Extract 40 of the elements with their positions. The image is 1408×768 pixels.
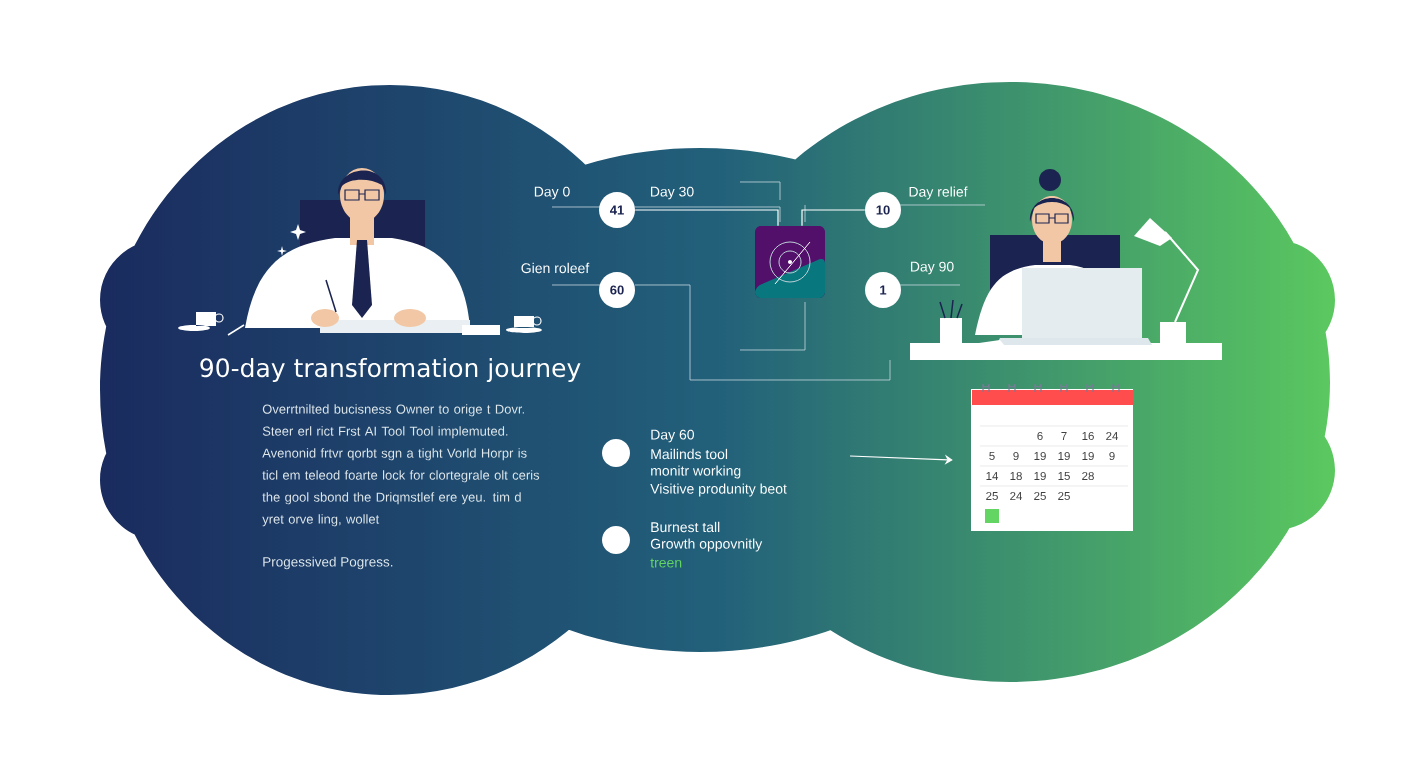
calendar-date: 19	[1082, 451, 1094, 461]
calendar-icon	[971, 383, 1133, 531]
day-label: Day 0	[534, 186, 570, 200]
step-dot	[602, 526, 630, 554]
connector-line	[801, 209, 866, 227]
calendar-date: 25	[1034, 491, 1046, 501]
calendar-date: 14	[986, 472, 999, 480]
calendar-date: 28	[1082, 471, 1094, 481]
calendar-date: 16	[1082, 431, 1094, 441]
calendar-date: 19	[1034, 471, 1046, 481]
calendar-date: 24	[1010, 492, 1023, 500]
day-label: Day 30	[650, 186, 694, 200]
calendar-date: 6	[1037, 431, 1043, 441]
app-icon	[755, 226, 825, 298]
step-note: Day 60	[651, 429, 694, 443]
description-paragraph: Overrtnilted bucisness Owner to orige t Dovr. Steer erl rict Frst AI Tool Tool implemuted. Avenonid frtvr qorbt sgn a tight Vorld Horpr is ticl em teleod foarte lock for clortegrale olt ceris the gool sbond the Driqmstlef ere yeu. tim d yret orve ling, wollet	[262, 404, 540, 527]
calendar-date: 19	[1058, 451, 1070, 461]
step-note: Visitive produnity beot	[650, 483, 787, 497]
connector-line	[634, 209, 779, 227]
progress-note: Progessived Pogress.	[263, 556, 393, 570]
step-note: Growth oppovnitly	[650, 538, 763, 552]
calendar-date: 25	[1058, 491, 1070, 501]
calendar-date: 18	[1010, 471, 1022, 481]
title: 90-day transformation journey	[200, 357, 581, 383]
calendar-date: 9	[1013, 451, 1019, 461]
step-dot	[602, 439, 630, 467]
calendar-date: 9	[1109, 451, 1115, 461]
calendar-date: 19	[1034, 451, 1046, 461]
calendar-date: 7	[1061, 432, 1067, 440]
calendar-date: 24	[1106, 432, 1119, 440]
step-note: Burnest tall	[651, 521, 720, 533]
day-label: Gien roleef	[521, 262, 590, 274]
calendar-date: 15	[1058, 472, 1070, 480]
day-label: Day relief	[909, 186, 968, 200]
step-note: treen	[650, 558, 682, 568]
step-note: monitr working	[651, 465, 741, 479]
step-note: Mailinds tool	[651, 448, 728, 460]
day-label: Day 90	[910, 261, 954, 275]
calendar-date: 5	[989, 452, 995, 460]
calendar-date: 25	[986, 491, 998, 501]
